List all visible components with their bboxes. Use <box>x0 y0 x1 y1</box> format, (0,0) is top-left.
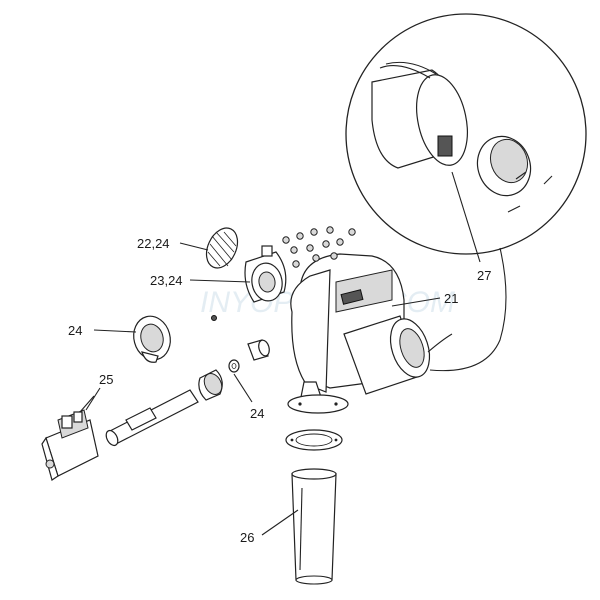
nuts-and-screws <box>211 226 356 321</box>
gasket-ring <box>285 429 343 451</box>
callout-21: 21 <box>444 291 458 306</box>
screen-disk-22-24: 22,24 <box>137 227 239 269</box>
callout-23-24: 23,24 <box>150 273 183 288</box>
orifice-housing-23-24: 23,24 <box>150 245 287 303</box>
screws-detail <box>507 171 553 213</box>
callout-27: 27 <box>477 268 491 283</box>
gas-valve-25: 25 <box>41 372 113 481</box>
gas-pipe-fittings: 24 <box>105 339 270 447</box>
motor-end-cap-detail <box>476 135 532 197</box>
callout-22-24: 22,24 <box>137 236 170 251</box>
callout-24-cap: 24 <box>68 323 82 338</box>
callout-26: 26 <box>240 530 254 545</box>
motor-detail <box>371 61 468 169</box>
gasket-cap-24: 24 <box>68 315 171 363</box>
callout-25: 25 <box>99 372 113 387</box>
vent-tube-26: 26 <box>240 468 337 585</box>
detail-inset-circle: 27 <box>345 13 587 372</box>
blower-assembly: 21 <box>287 253 458 414</box>
callout-24-fitting: 24 <box>250 406 264 421</box>
